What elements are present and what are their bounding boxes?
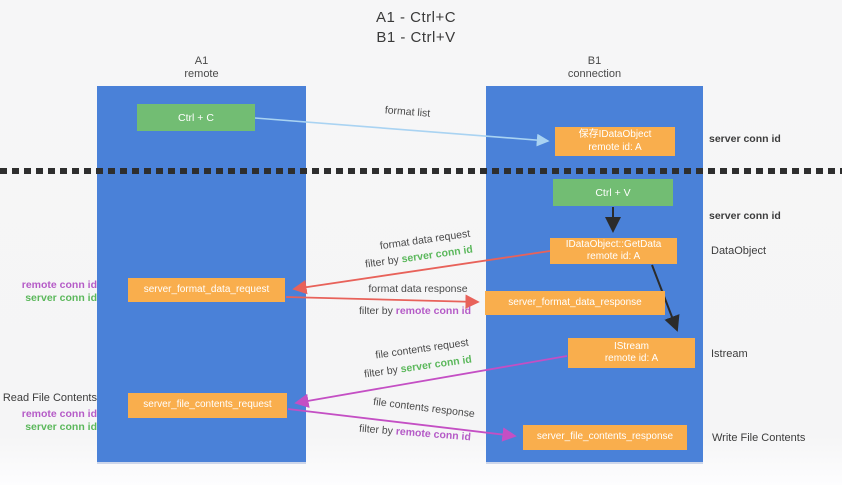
node-server-file-contents-response: server_file_contents_response	[523, 425, 687, 450]
edge-label-format-data-response: format data response	[368, 283, 468, 295]
annotation-read-file-contents: Read File Contents	[2, 392, 97, 404]
node-server-format-data-request-label: server_format_data_request	[143, 283, 270, 295]
node-ctrl-c-label: Ctrl + C	[178, 111, 214, 124]
node-istream-line2: remote id: A	[604, 353, 659, 364]
node-server-file-contents-request: server_file_contents_request	[128, 393, 287, 418]
node-istream: IStream remote id: A	[568, 338, 695, 368]
session-divider-dashed-line	[0, 168, 842, 174]
node-save-idataobject-line1: 保存IDataObject	[578, 129, 652, 140]
diagram-title: A1 - Ctrl+C B1 - Ctrl+V	[0, 8, 832, 48]
annotation-file-conn-ids: remote conn id server conn id	[0, 408, 99, 434]
edge-label-format-data-response-filter: filter by remote conn id	[354, 305, 476, 317]
node-server-format-data-request: server_format_data_request	[128, 278, 285, 302]
node-ctrl-c: Ctrl + C	[137, 104, 255, 131]
annotation-istream: Istream	[711, 348, 748, 360]
node-idataobject-getdata-line1: IDataObject::GetData	[565, 238, 662, 250]
annotation-write-file-contents: Write File Contents	[712, 432, 806, 444]
filter-by-text: filter by	[358, 305, 396, 317]
annotation-server-conn-id: server conn id	[25, 292, 97, 304]
node-istream-line1: IStream	[613, 340, 649, 352]
annotation-server-conn-id-mid: server conn id	[709, 210, 781, 222]
arrow-file-contents-request	[294, 355, 568, 408]
node-idataobject-getdata: IDataObject::GetData remote id: A	[550, 238, 677, 264]
annotation-dataobject: DataObject	[711, 245, 767, 257]
node-save-idataobject-line2: remote id: A	[588, 141, 642, 153]
title-line-1: A1 - Ctrl+C	[375, 9, 457, 26]
title-line-2: B1 - Ctrl+V	[376, 29, 456, 46]
column-header-b1: B1 connection	[486, 55, 703, 81]
node-ctrl-v: Ctrl + V	[553, 179, 673, 206]
node-server-file-contents-response-label: server_file_contents_response	[536, 431, 674, 443]
column-b1-id: B1	[587, 55, 602, 67]
remote-conn-id-key: remote conn id	[395, 305, 472, 317]
annotation-remote-conn-id: remote conn id	[21, 408, 97, 420]
node-server-format-data-response: server_format_data_response	[485, 291, 665, 315]
arrow-file-contents-response	[287, 408, 517, 442]
node-save-idataobject: 保存IDataObject remote id: A	[555, 127, 675, 156]
annotation-remote-conn-id: remote conn id	[21, 279, 97, 291]
node-server-file-contents-request-label: server_file_contents_request	[143, 399, 272, 411]
column-b1-role: connection	[567, 68, 622, 80]
column-a1-role: remote	[184, 68, 219, 80]
node-idataobject-getdata-line2: remote id: A	[586, 251, 641, 262]
column-header-a1: A1 remote	[97, 55, 306, 81]
column-a1-id: A1	[194, 55, 209, 67]
arrow-format-list	[254, 117, 550, 147]
arrow-format-data-request	[292, 250, 551, 295]
node-server-format-data-response-label: server_format_data_response	[508, 296, 642, 308]
annotation-server-conn-id-top: server conn id	[709, 133, 781, 145]
annotation-format-conn-ids: remote conn id server conn id	[0, 279, 99, 305]
node-ctrl-v-label: Ctrl + V	[595, 186, 631, 199]
annotation-server-conn-id: server conn id	[25, 421, 97, 433]
arrow-format-data-response	[285, 294, 480, 309]
